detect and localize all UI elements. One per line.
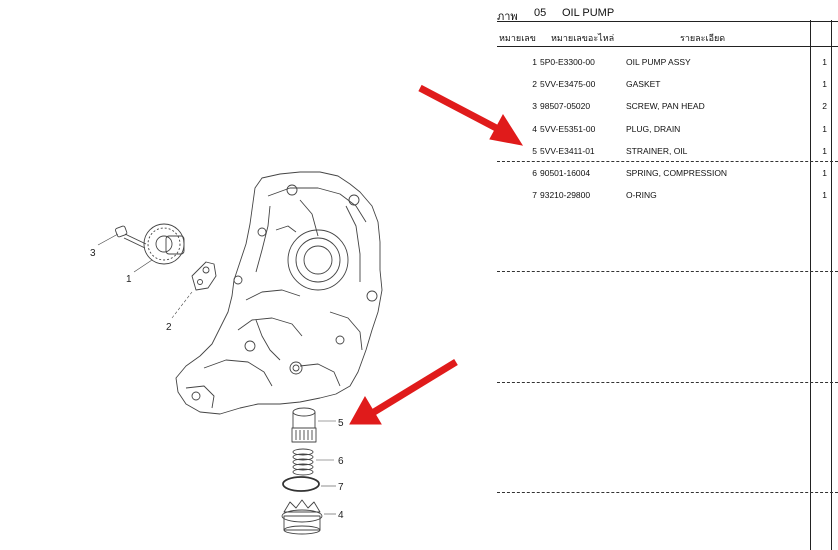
group-divider <box>497 271 838 272</box>
group-divider <box>497 382 838 383</box>
red-arrow-table <box>418 84 524 146</box>
figure-label: ภาพ <box>497 11 518 23</box>
table-header-rule <box>497 46 838 47</box>
callout-3: 3 <box>90 248 96 259</box>
figure-number: 05 <box>534 7 547 19</box>
callout-6: 6 <box>338 456 344 467</box>
callout-5: 5 <box>338 418 344 429</box>
drain-plug-part-4 <box>281 499 336 535</box>
group-divider <box>497 492 838 493</box>
table-top-rule <box>497 21 838 22</box>
spring-part-6 <box>292 448 334 476</box>
col-description: รายละเอียด <box>680 33 726 43</box>
oil-pump-gear-part-1 <box>133 223 185 273</box>
strainer-part-5 <box>291 407 336 443</box>
callout-2: 2 <box>166 322 172 333</box>
col-item-no: หมายเลข <box>499 33 536 43</box>
crankcase-outline <box>175 171 383 415</box>
screw-part-3 <box>97 225 147 249</box>
gasket-part-2 <box>171 261 217 319</box>
callout-4: 4 <box>338 510 344 521</box>
figure-title: OIL PUMP <box>562 7 615 19</box>
o-ring-part-7 <box>282 476 336 492</box>
callout-1: 1 <box>126 274 132 285</box>
bearing-bore <box>287 229 349 291</box>
col-part-no: หมายเลขอะไหล่ <box>551 33 615 43</box>
group-divider <box>497 161 838 162</box>
red-arrow-diagram <box>349 359 458 425</box>
col-divider-right <box>831 20 832 550</box>
callout-7: 7 <box>338 482 344 493</box>
col-divider-qty <box>810 20 811 550</box>
